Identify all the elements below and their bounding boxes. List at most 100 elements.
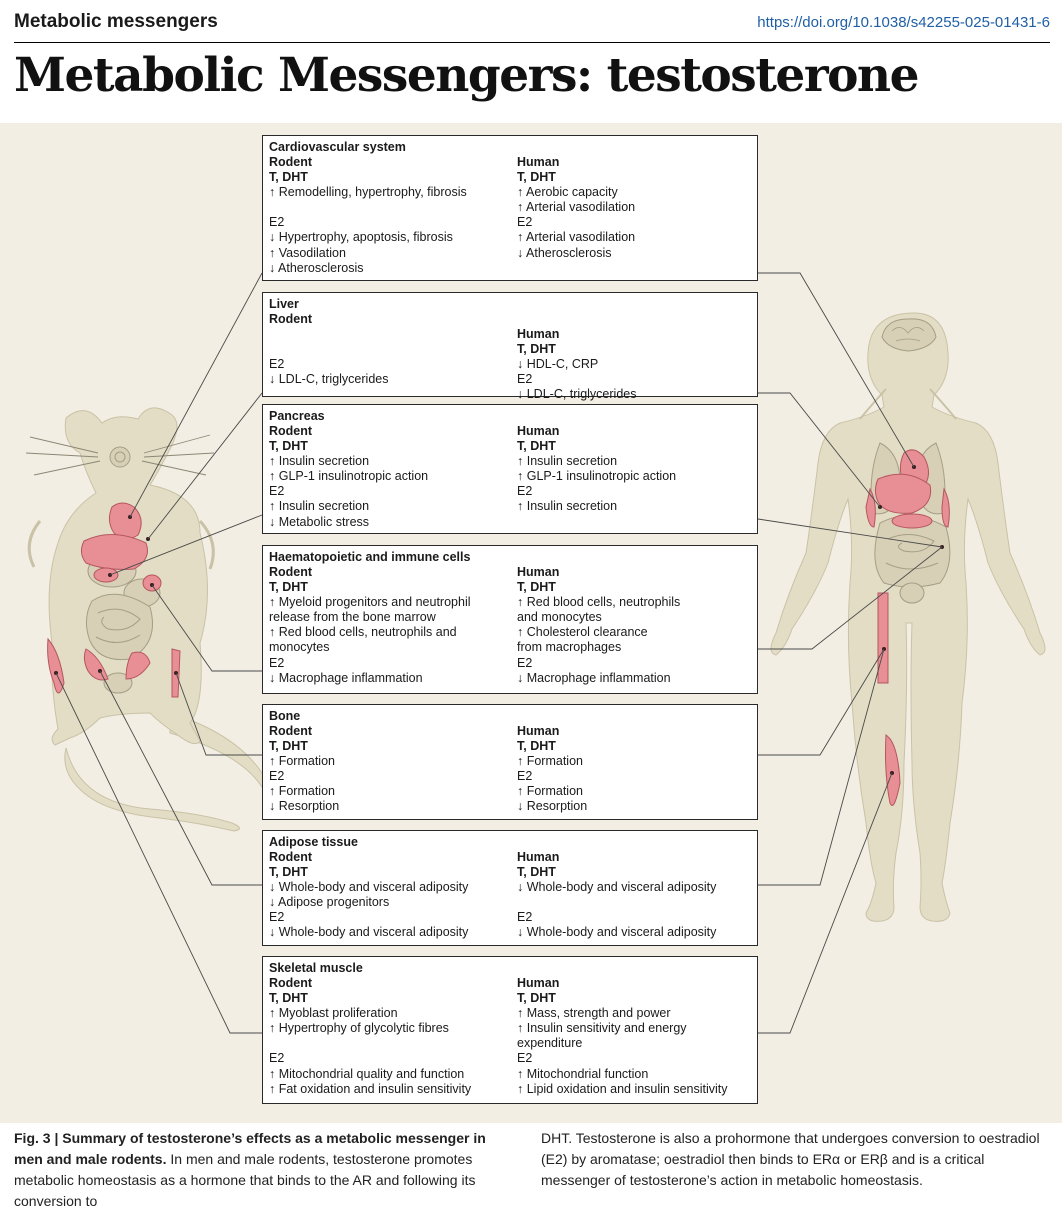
effect-line: ↑ Cholesterol clearance (517, 625, 648, 640)
hormone-label: E2 (269, 769, 285, 784)
effect-line: ↓ Hypertrophy, apoptosis, fibrosis (269, 230, 453, 245)
effect-line: ↓ Resorption (517, 799, 588, 814)
box-skeletal-muscle: Skeletal muscle Rodent T, DHT ↑ Myoblast… (262, 956, 758, 1104)
hormone-label: E2 (517, 655, 533, 670)
hormone-label: T, DHT (517, 865, 556, 880)
effect-line: ↑ Insulin secretion (517, 454, 618, 469)
column-heading: Rodent (269, 155, 313, 169)
effect-line: ↓ Adipose progenitors (269, 895, 390, 910)
hormone-label: T, DHT (269, 991, 308, 1006)
section-name: Metabolic messengers (14, 11, 218, 32)
hormone-label: E2 (269, 215, 285, 230)
effect-line: ↑ Insulin secretion (269, 499, 370, 514)
rodent-column: Rodent T, DHT ↑ Insulin secretion ↑ GLP-… (269, 424, 511, 530)
box-title: Bone (269, 709, 301, 723)
effect-line: ↓ Atherosclerosis (269, 260, 364, 275)
hormone-label: E2 (517, 1051, 533, 1066)
hormone-label: E2 (269, 357, 285, 372)
spacer-line (269, 1036, 511, 1051)
effect-line: ↓ Metabolic stress (269, 514, 370, 529)
hormone-label: E2 (517, 910, 533, 925)
box-pancreas: Pancreas Rodent T, DHT ↑ Insulin secreti… (262, 404, 758, 534)
box-cardiovascular: Cardiovascular system Rodent T, DHT ↑ Re… (262, 135, 758, 281)
column-heading: Human (517, 424, 560, 438)
spacer-line (269, 200, 511, 215)
box-bone: Bone Rodent T, DHT ↑ Formation E2 ↑ Form… (262, 704, 758, 820)
column-heading: Human (517, 976, 560, 990)
hormone-label: T, DHT (269, 739, 308, 754)
caption-text: In men and male rodents, testosterone pr… (14, 1151, 476, 1209)
effect-line: from macrophages (517, 640, 622, 655)
hormone-label: E2 (517, 372, 533, 387)
effect-line: ↑ Formation (517, 784, 583, 799)
spacer-line (517, 895, 755, 910)
box-title: Haematopoietic and immune cells (269, 550, 471, 564)
hormone-label: T, DHT (269, 439, 308, 454)
spacer-line (517, 312, 755, 327)
box-title: Adipose tissue (269, 835, 358, 849)
hormone-label: T, DHT (269, 170, 308, 185)
spacer-line (269, 342, 511, 357)
effect-line: ↓ Resorption (269, 799, 340, 814)
human-silhouette (770, 312, 1046, 922)
rodent-column: Rodent T, DHT ↑ Formation E2 ↑ Formation… (269, 724, 511, 815)
effect-line: ↑ Formation (517, 754, 583, 769)
effect-line: ↑ Red blood cells, neutrophils and (269, 625, 457, 640)
rodent-column: Rodent T, DHT ↑ Remodelling, hypertrophy… (269, 155, 511, 276)
hormone-label: E2 (517, 215, 533, 230)
effect-line: ↓ Macrophage inflammation (517, 670, 671, 685)
hormone-label: T, DHT (517, 580, 556, 595)
effect-line: ↑ Myoblast proliferation (269, 1006, 398, 1021)
box-title: Skeletal muscle (269, 961, 363, 975)
effect-line: ↑ Formation (269, 784, 335, 799)
figure-caption-right: DHT. Testosterone is also a prohormone t… (541, 1130, 1040, 1188)
connector-lines (55, 272, 943, 1034)
effect-line: ↓ HDL-C, CRP (517, 357, 599, 372)
effect-line: ↑ Fat oxidation and insulin sensitivity (269, 1081, 472, 1096)
effect-line: ↑ Formation (269, 754, 335, 769)
column-heading: Rodent (269, 850, 313, 864)
effect-line: ↑ Arterial vasodilation (517, 230, 636, 245)
rodent-column: Rodent T, DHT ↑ Myoblast proliferation ↑… (269, 976, 511, 1097)
column-heading: Human (517, 724, 560, 738)
hormone-label: E2 (269, 484, 285, 499)
effect-line: ↑ Mitochondrial function (517, 1066, 649, 1081)
column-heading: Rodent (269, 976, 313, 990)
effect-line: ↓ Whole-body and visceral adiposity (517, 925, 717, 940)
column-heading: Rodent (269, 312, 313, 326)
rodent-silhouette (25, 407, 266, 832)
box-title: Pancreas (269, 409, 325, 423)
page-header: Metabolic messengers https://doi.org/10.… (14, 0, 1050, 44)
human-column: Human T, DHT ↑ Aerobic capacity ↑ Arteri… (517, 155, 755, 261)
article-title: Metabolic Messengers: testosterone (14, 48, 920, 103)
column-heading: Human (517, 850, 560, 864)
human-column: Human T, DHT ↓ Whole-body and visceral a… (517, 850, 755, 941)
doi-link[interactable]: https://doi.org/10.1038/s42255-025-01431… (757, 14, 1050, 31)
effect-line: ↓ Whole-body and visceral adiposity (269, 880, 469, 895)
effect-line: monocytes (269, 640, 330, 655)
effect-line: ↑ Insulin secretion (517, 499, 618, 514)
hormone-label: T, DHT (517, 991, 556, 1006)
column-heading: Rodent (269, 724, 313, 738)
column-heading: Rodent (269, 424, 313, 438)
column-heading: Human (517, 565, 560, 579)
rodent-column: Rodent E2 ↓ LDL-C, triglycerides (269, 312, 511, 387)
effect-line: ↑ Mass, strength and power (517, 1006, 671, 1021)
hormone-label: E2 (269, 1051, 285, 1066)
hormone-label: T, DHT (517, 342, 556, 357)
hormone-label: E2 (269, 655, 285, 670)
rodent-column: Rodent T, DHT ↑ Myeloid progenitors and … (269, 565, 511, 686)
effect-line: ↑ Lipid oxidation and insulin sensitivit… (517, 1081, 728, 1096)
effect-line: ↑ Aerobic capacity (517, 185, 618, 200)
human-column: Human T, DHT ↑ Formation E2 ↑ Formation … (517, 724, 755, 815)
effect-line: ↑ Vasodilation (269, 245, 346, 260)
effect-line: ↓ Atherosclerosis (517, 245, 612, 260)
caption-label: Fig. 3 | Summary of testosterone’s effec… (14, 1130, 486, 1167)
effect-line: ↑ GLP-1 insulinotropic action (269, 469, 429, 484)
column-heading: Rodent (269, 565, 313, 579)
hormone-label: T, DHT (517, 439, 556, 454)
effect-line: ↑ GLP-1 insulinotropic action (517, 469, 677, 484)
anatomy-illustration (25, 272, 1046, 1034)
hormone-label: T, DHT (517, 739, 556, 754)
effect-line: release from the bone marrow (269, 610, 436, 625)
